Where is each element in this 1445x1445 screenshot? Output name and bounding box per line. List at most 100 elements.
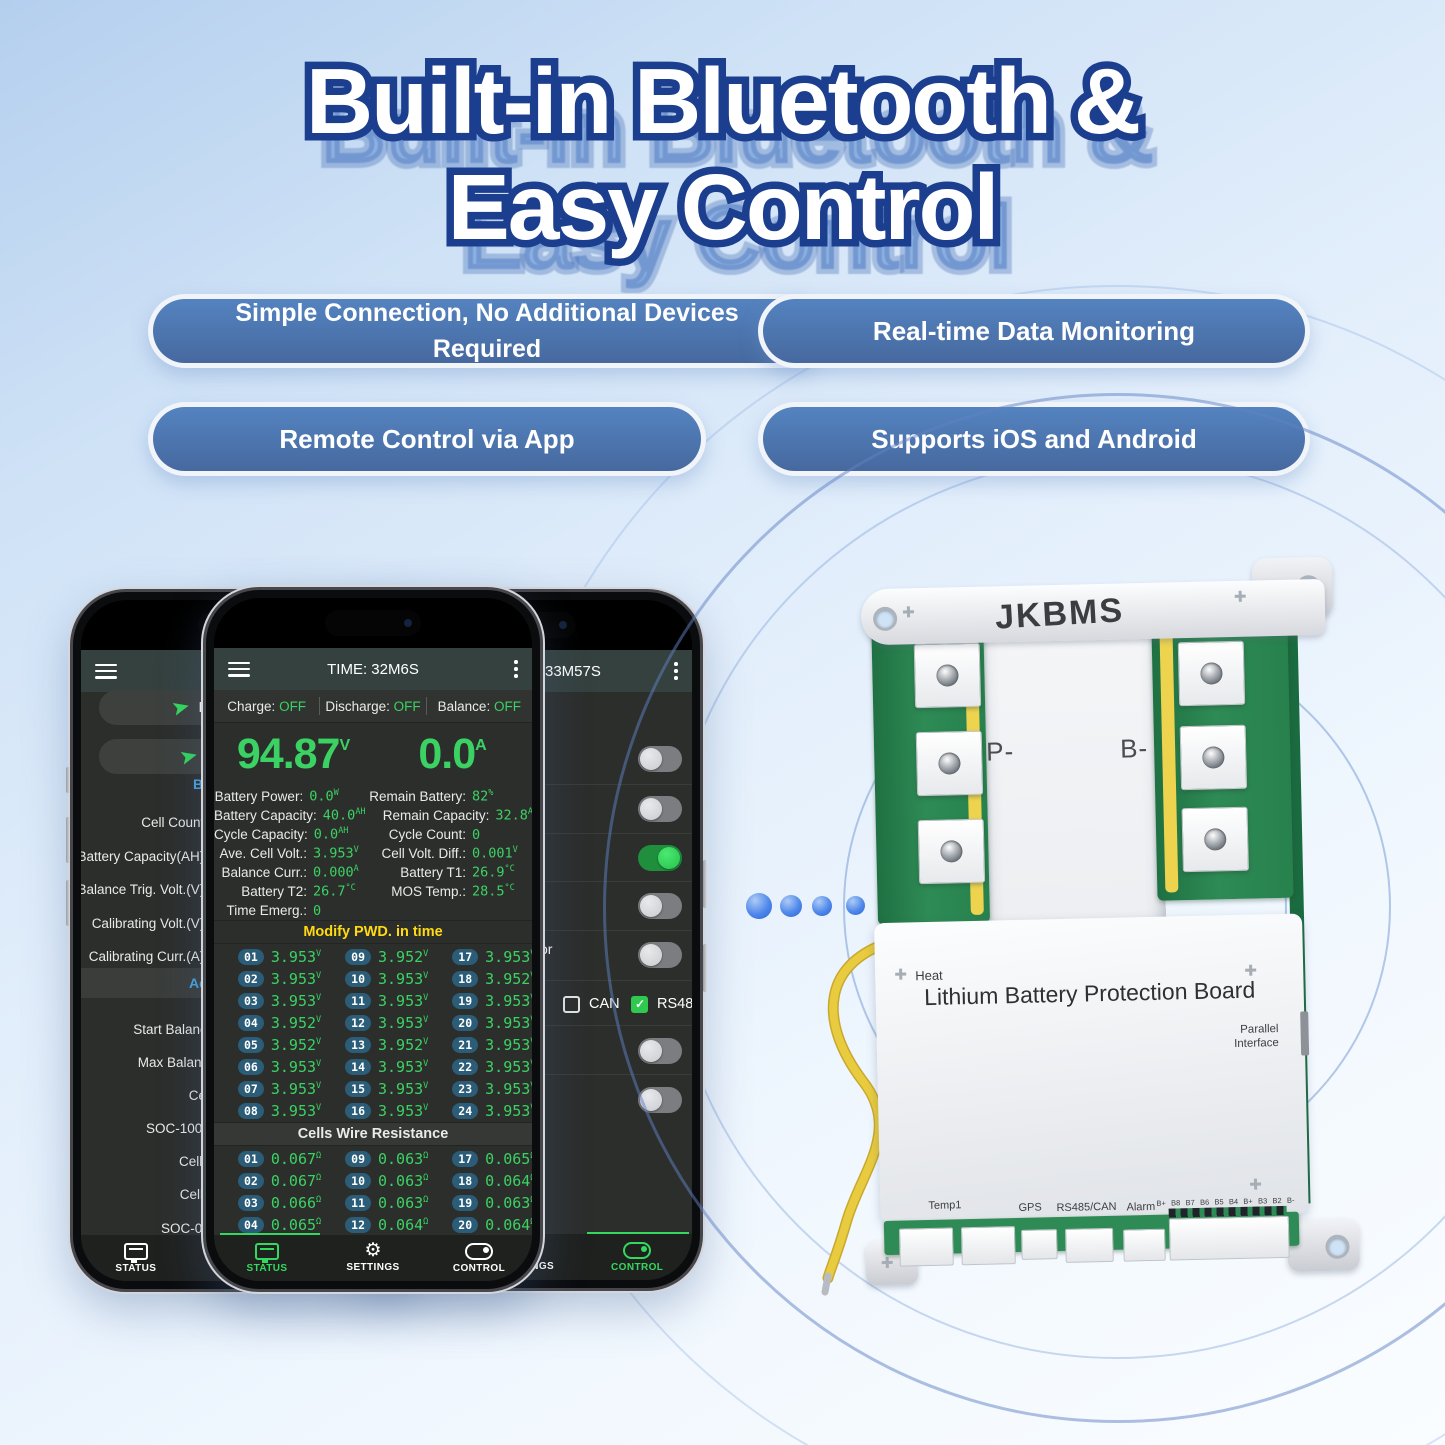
b-minus-label: B- <box>1119 732 1149 764</box>
cell-voltage: 203.953V <box>428 1014 532 1032</box>
terminal-block <box>1179 724 1248 791</box>
temp-connector <box>898 1227 954 1267</box>
connector-label: Alarm <box>1126 1200 1156 1214</box>
more-menu-icon[interactable] <box>674 662 678 680</box>
terminal-block <box>917 818 986 885</box>
can-label: CAN <box>589 996 620 1012</box>
can-checkbox[interactable] <box>563 996 580 1013</box>
balance-status: Balance: OFF <box>437 698 521 714</box>
resistance-grid: 010.067Ω090.063Ω170.065Ω020.067Ω100.063Ω… <box>214 1146 532 1236</box>
tab-status[interactable]: STATUS <box>81 1235 191 1281</box>
cell-voltage: 213.953V <box>428 1036 532 1054</box>
toggle-switch[interactable] <box>638 1087 682 1113</box>
connector-label: Temp1 <box>928 1199 962 1213</box>
protection-board-body: Heat Lithium Battery Protection Board Pa… <box>874 913 1310 1224</box>
more-menu-icon[interactable] <box>514 660 518 678</box>
status-app: TIME: 32M6S Charge: OFF Discharge: OFF B… <box>214 648 532 1281</box>
tab-label: CONTROL <box>452 1262 506 1274</box>
cell-voltage: 243.953V <box>428 1102 532 1120</box>
cell-resistance: 190.063Ω <box>428 1194 532 1212</box>
tab-control[interactable]: CONTROL <box>582 1234 692 1280</box>
tab-control[interactable]: CONTROL <box>426 1235 532 1281</box>
cell-voltage: 173.953V <box>428 948 532 966</box>
side-button <box>66 817 70 863</box>
pin-label: B4 <box>1228 1197 1239 1207</box>
fiducial-icon <box>900 604 917 620</box>
toggle-switch[interactable] <box>638 796 682 822</box>
toggle-switch[interactable] <box>638 746 682 772</box>
active-tab-underline <box>587 1231 689 1234</box>
settings-label: Cell Count: <box>141 815 208 830</box>
rs485-checkbox[interactable] <box>631 996 648 1013</box>
toggle-icon <box>465 1242 493 1260</box>
tab-label: STATUS <box>115 1262 157 1274</box>
parallel-interface-connector <box>1300 1011 1310 1056</box>
board-title: Lithium Battery Protection Board <box>923 976 1256 1011</box>
connection-dot <box>846 896 865 915</box>
toggle-switch[interactable] <box>638 893 682 919</box>
fiducial-icon <box>1232 588 1248 604</box>
active-tab-underline <box>220 1232 320 1235</box>
page-title: Built-in Bluetooth &Easy Control Built-i… <box>0 42 1445 298</box>
pin-label: B7 <box>1185 1197 1195 1208</box>
section-header-fragment: B <box>193 776 204 792</box>
parallel-interface-label: Parallel Interface <box>1233 1023 1279 1051</box>
cell-resistance: 180.064Ω <box>428 1172 532 1190</box>
toggle-switch[interactable] <box>638 942 682 968</box>
tab-settings[interactable]: ⚙ SETTINGS <box>320 1235 426 1281</box>
cells-grid: 013.953V093.952V173.953V023.953V103.953V… <box>214 943 532 1122</box>
busbar-strip <box>1158 602 1179 893</box>
terminal-block <box>1181 806 1249 873</box>
pack-current: 0.0A <box>418 729 487 778</box>
toggle-switch[interactable] <box>638 845 682 871</box>
camera-dot <box>404 619 412 627</box>
toggle-switch[interactable] <box>638 1038 682 1064</box>
tab-status[interactable]: STATUS <box>214 1235 320 1281</box>
feature-pill-remote-control: Remote Control via App <box>148 402 706 476</box>
side-button <box>703 860 707 908</box>
status-icon <box>255 1242 279 1263</box>
terminal-screw <box>1200 662 1223 685</box>
cell-voltage: 193.953V <box>428 992 532 1010</box>
menu-icon[interactable] <box>95 663 117 679</box>
side-button <box>66 767 70 793</box>
send-icon <box>180 748 198 764</box>
side-button <box>703 944 707 992</box>
discharge-status: Discharge: OFF <box>325 698 421 714</box>
feature-pill-simple-connection: Simple Connection, No Additional Devices… <box>148 294 826 368</box>
tab-label: CONTROL <box>611 1261 664 1273</box>
rs485-can-connector <box>1065 1227 1114 1263</box>
settings-label: Calibrating Curr.(A): <box>88 949 208 964</box>
connector-label: GPS <box>1018 1201 1042 1214</box>
info-cell: Battery T1:26.9°C <box>400 864 515 881</box>
menu-icon[interactable] <box>228 661 250 677</box>
alarm-connector <box>1123 1228 1166 1262</box>
status-icon <box>123 1242 148 1263</box>
cell-resistance: 200.064Ω <box>428 1216 532 1234</box>
charge-status: Charge: OFF <box>227 698 307 714</box>
info-cell: Battery Power:0.0W <box>214 788 339 805</box>
connection-dot <box>812 896 832 916</box>
